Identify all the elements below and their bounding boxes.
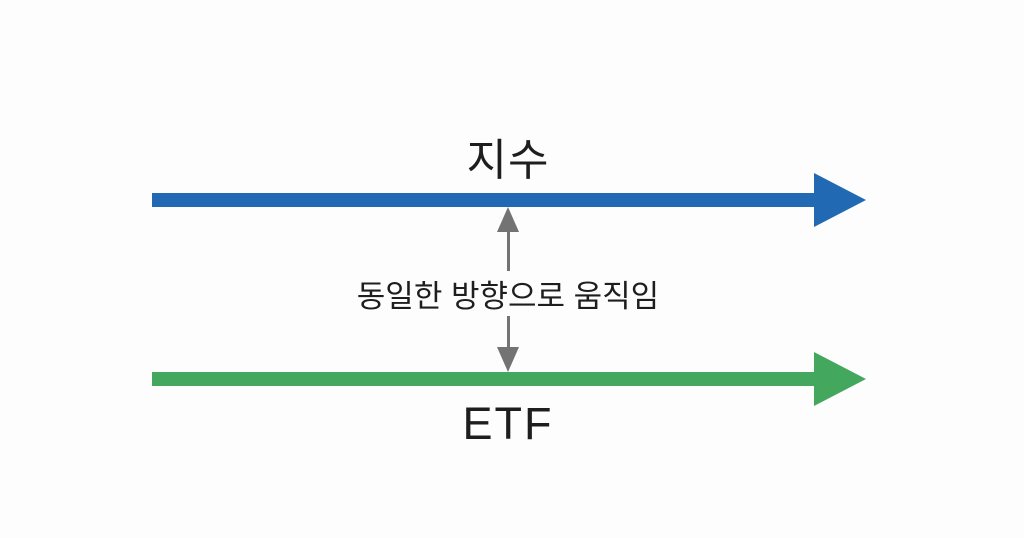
relation-label: 동일한 방향으로 움직임: [346, 271, 670, 316]
relation-label-wrap: 동일한 방향으로 움직임: [208, 271, 808, 316]
index-arrow-shaft: [152, 193, 816, 207]
etf-label: ETF: [462, 398, 554, 449]
index-arrow-head-icon: [814, 173, 866, 227]
etf-arrow-shaft: [152, 372, 816, 386]
index-label: 지수: [466, 136, 550, 185]
etf-arrow-head-icon: [814, 352, 866, 406]
connector-up-arrowhead-icon: [497, 207, 519, 232]
connector-down-arrowhead-icon: [497, 347, 519, 372]
